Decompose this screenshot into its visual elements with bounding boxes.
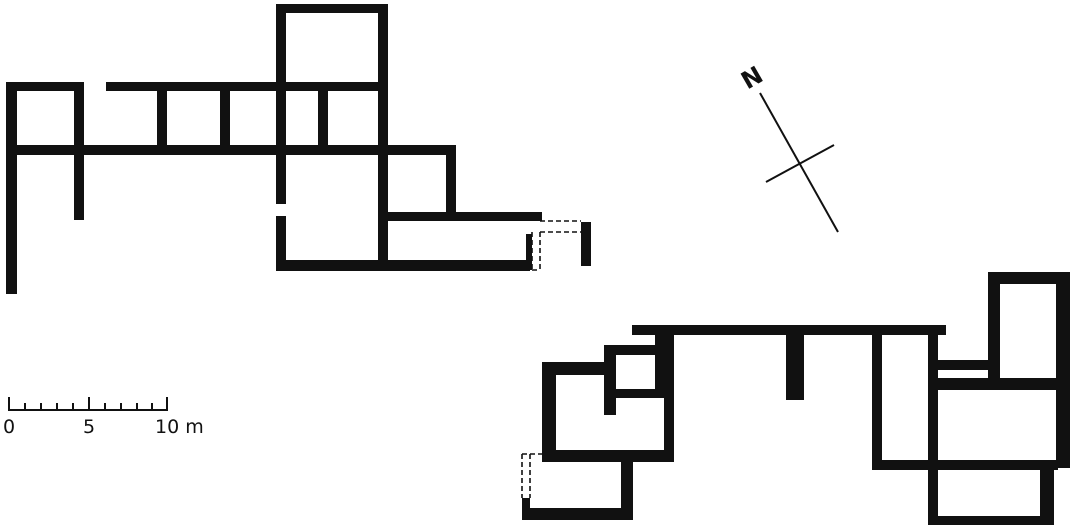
reconstructed-wall [521,453,542,498]
wall [988,272,1070,284]
north-arrow-shaft [759,92,839,233]
wall [872,460,972,470]
reconstructed-wall [531,220,581,271]
wall [928,460,1058,470]
scale-label-5: 5 [83,416,95,438]
wall [988,272,1000,384]
building-west [6,4,591,294]
north-label: N [736,61,767,95]
wall [581,222,591,266]
wall [157,82,167,155]
wall [872,330,882,468]
north-arrow: N [736,61,839,233]
wall [664,330,674,460]
wall [522,508,633,520]
wall [542,450,674,462]
scale-label-10m: 10 m [155,416,204,438]
wall [446,145,456,218]
wall [276,4,388,13]
wall [928,330,938,525]
wall [106,82,388,91]
wall [621,458,633,518]
wall [542,362,556,458]
wall [786,335,804,400]
wall [928,360,990,370]
wall [542,362,608,375]
building-east [521,272,1070,525]
wall [6,145,456,155]
wall [928,516,1054,525]
wall [6,82,84,91]
wall [378,4,388,270]
wall [604,389,674,398]
north-arrow-crossbar [765,144,835,183]
wall [318,82,328,155]
wall [276,260,530,271]
wall [522,498,530,520]
wall [526,234,532,270]
scale-bar [8,397,168,411]
wall [604,345,664,355]
wall [378,212,542,221]
wall [6,82,17,294]
wall [928,378,1070,390]
wall [604,345,616,415]
wall [632,325,946,335]
wall [655,335,665,395]
scale-label-0: 0 [3,416,15,438]
wall [1056,272,1070,468]
wall [1040,460,1054,525]
wall [276,4,286,204]
wall [276,216,286,271]
wall [220,82,230,155]
